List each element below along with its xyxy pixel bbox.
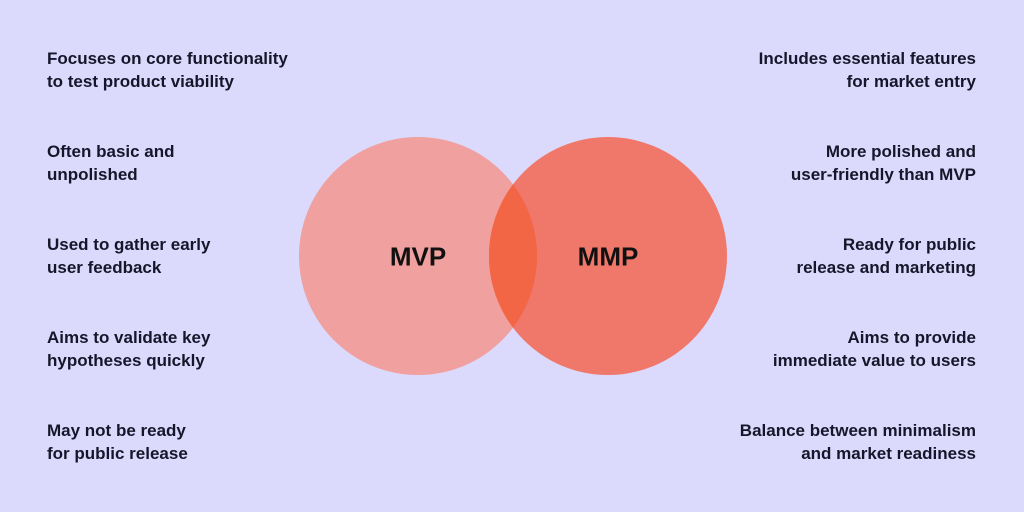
mmp-point: Ready for public release and marketing: [796, 235, 976, 277]
mmp-label: MMP: [577, 241, 639, 272]
mvp-label: MVP: [389, 241, 447, 272]
mvp-point: Aims to validate key hypotheses quickly: [47, 328, 211, 370]
mmp-point: More polished and user-friendly than MVP: [790, 142, 976, 184]
mvp-point: Used to gather early user feedback: [47, 235, 211, 277]
mmp-point: Aims to provide immediate value to users: [772, 328, 976, 370]
mmp-point: Includes essential features for market e…: [758, 49, 976, 91]
mmp-point: Balance between minimalism and market re…: [739, 421, 976, 463]
mvp-point: May not be ready for public release: [47, 421, 188, 463]
mvp-point: Focuses on core functionality to test pr…: [47, 49, 288, 91]
mmp-circle: [489, 137, 727, 375]
mvp-circle: [299, 137, 537, 375]
mvp-point: Often basic and unpolished: [47, 142, 175, 184]
